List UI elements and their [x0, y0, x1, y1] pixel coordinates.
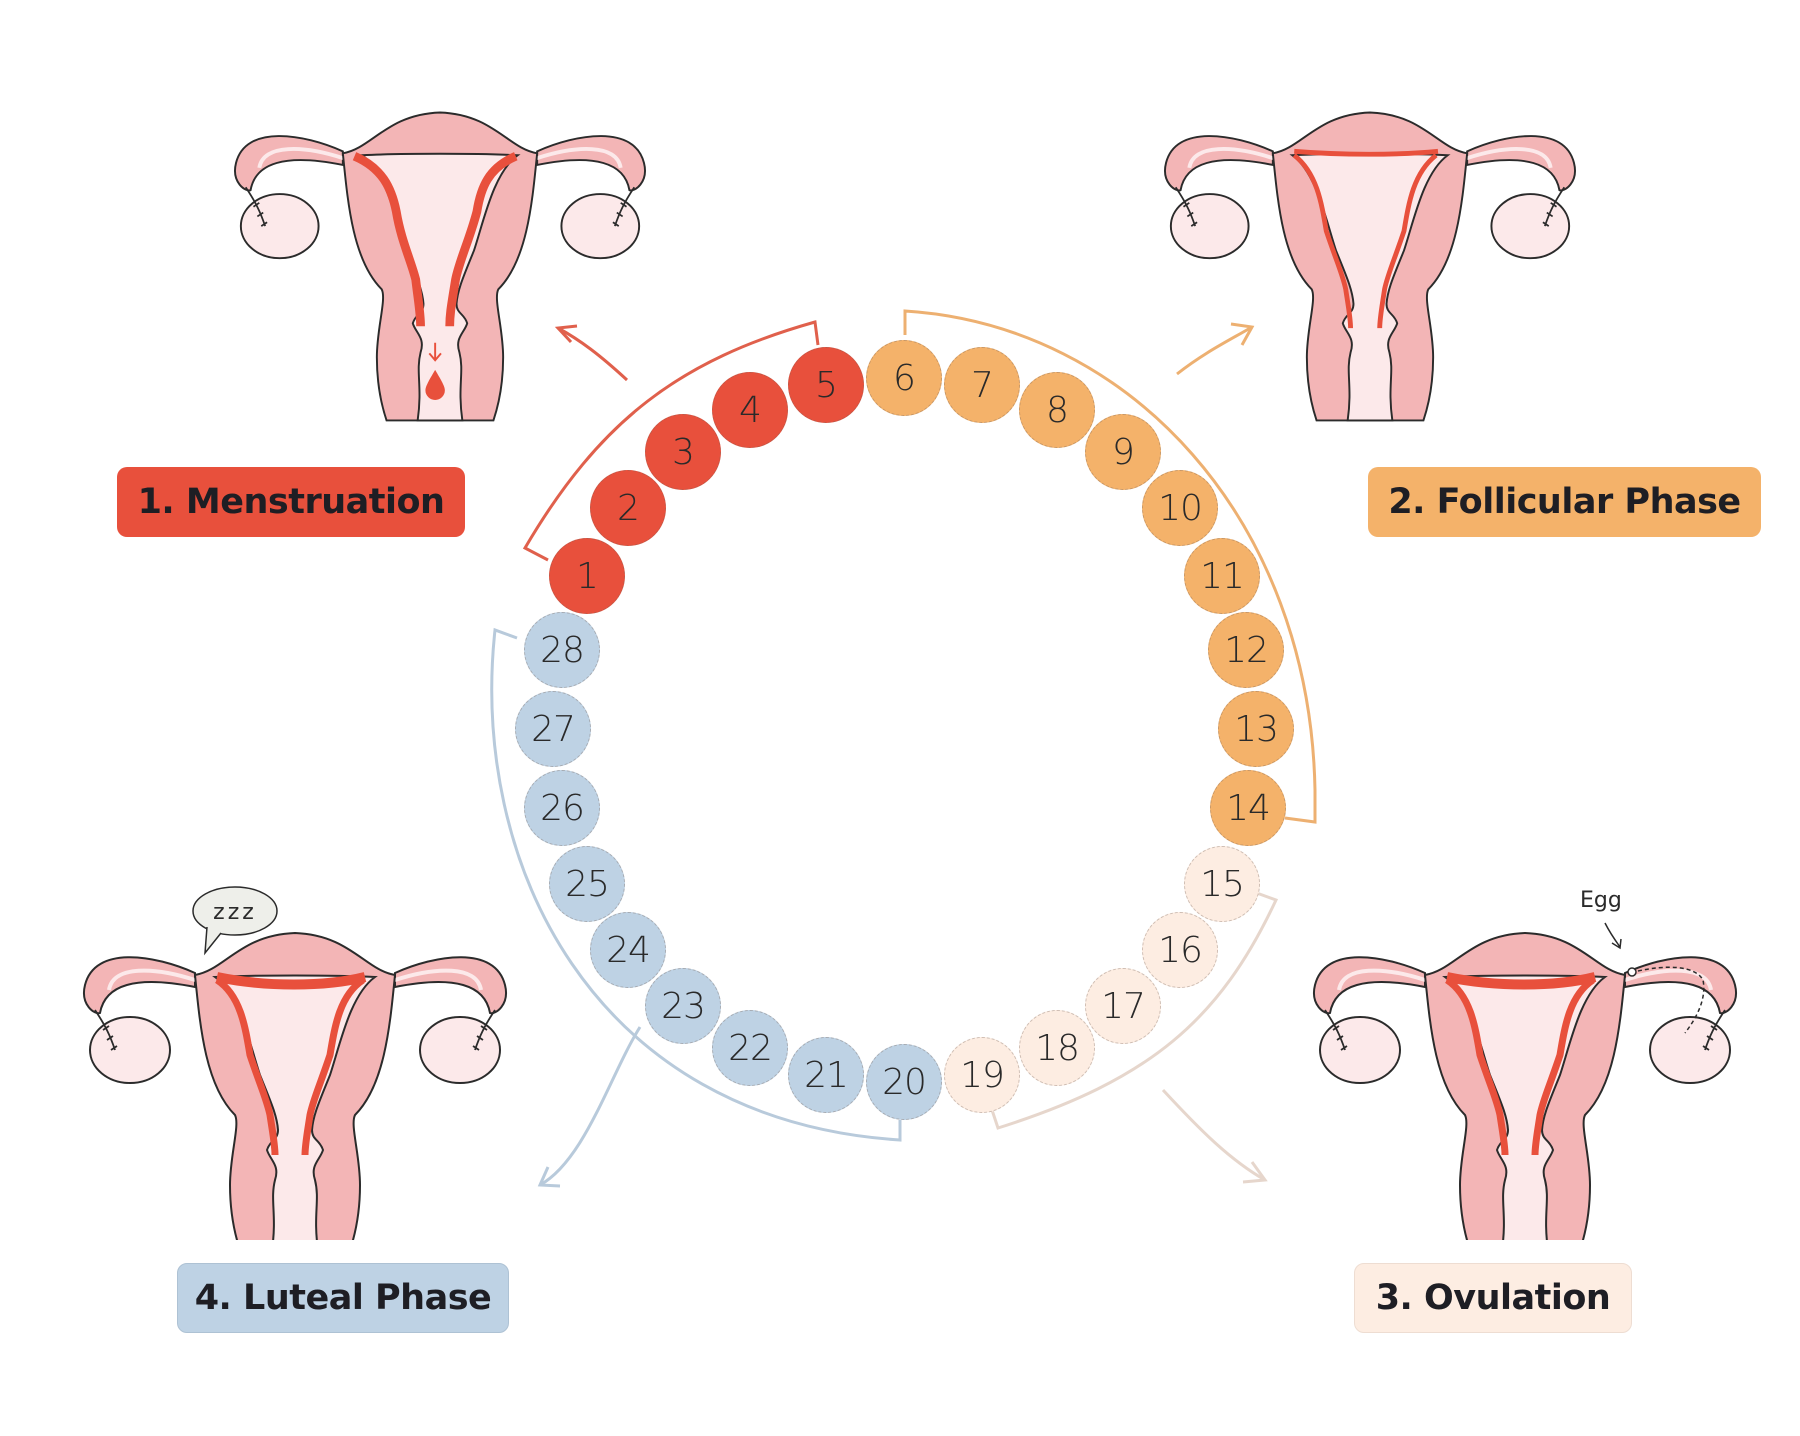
down-arrow-icon	[428, 342, 442, 362]
egg-label: Egg	[1580, 888, 1622, 913]
phase-label-text: 1. Menstruation	[137, 482, 445, 522]
day-10-circle: 10	[1142, 470, 1218, 546]
lining-left	[214, 977, 279, 1156]
day-11-circle: 11	[1184, 538, 1260, 614]
day-27-circle: 27	[515, 691, 591, 767]
day-12-circle: 12	[1208, 612, 1284, 688]
day-21-circle: 21	[788, 1037, 864, 1113]
phase-label-text: 3. Ovulation	[1375, 1278, 1611, 1318]
phase-label-luteal: 4. Luteal Phase	[177, 1263, 509, 1333]
day-2-circle: 2	[590, 470, 666, 546]
lining-right	[1377, 153, 1438, 329]
day-4-circle: 4	[712, 372, 788, 448]
day-28-circle: 28	[524, 612, 600, 688]
day-26-circle: 26	[524, 770, 600, 846]
uterus-follicular-illustration	[1163, 110, 1577, 423]
follicular-arrow	[1176, 325, 1253, 376]
ovulation-arrowhead	[1242, 1161, 1268, 1184]
day-24-circle: 24	[590, 912, 666, 988]
phase-label-ovulation: 3. Ovulation	[1354, 1263, 1632, 1333]
day-3-circle: 3	[645, 414, 721, 490]
phase-label-text: 4. Luteal Phase	[194, 1278, 492, 1318]
lining-top	[1445, 972, 1597, 990]
day-13-circle: 13	[1218, 691, 1294, 767]
day-6-circle: 6	[866, 340, 942, 416]
lining-left	[1292, 153, 1353, 329]
luteal-arrowhead	[537, 1166, 561, 1188]
sleep-bubble-text: zzz	[213, 900, 257, 925]
lining-left	[352, 152, 425, 327]
phase-label-menstruation: 1. Menstruation	[117, 467, 465, 537]
day-25-circle: 25	[549, 846, 625, 922]
day-14-circle: 14	[1210, 770, 1286, 846]
lining-right	[301, 977, 366, 1156]
day-18-circle: 18	[1019, 1010, 1095, 1086]
egg-icon	[1627, 967, 1637, 977]
ovulation-arrow	[1161, 1088, 1266, 1182]
lining-top	[1294, 148, 1439, 157]
luteal-arrow	[539, 1026, 642, 1187]
uterus-menstruation-illustration	[233, 110, 647, 423]
uterus-luteal-illustration: zzz	[81, 886, 509, 1240]
ovulation-bracket	[990, 890, 1279, 1130]
follicular-bracket	[903, 309, 1317, 824]
egg-path	[1637, 966, 1705, 1034]
uterus-ovulation-illustration: Egg	[1311, 888, 1739, 1240]
day-22-circle: 22	[712, 1010, 788, 1086]
follicular-arrowhead	[1230, 322, 1255, 346]
luteal-bracket	[490, 627, 902, 1142]
phase-label-follicular: 2. Follicular Phase	[1368, 467, 1761, 537]
day-7-circle: 7	[944, 347, 1020, 423]
menstruation-arrowhead	[554, 324, 578, 344]
lining-top	[215, 972, 367, 990]
day-5-circle: 5	[788, 347, 864, 423]
day-17-circle: 17	[1085, 968, 1161, 1044]
lining-left	[1444, 977, 1509, 1156]
egg-pointer-arrow	[1604, 922, 1622, 950]
lining-right	[445, 152, 518, 327]
menstruation-bracket	[522, 320, 820, 562]
uterus-shape	[233, 110, 647, 423]
day-9-circle: 9	[1085, 414, 1161, 490]
blood-drop-icon	[425, 369, 445, 401]
menstruation-arrow	[557, 326, 629, 382]
day-15-circle: 15	[1184, 846, 1260, 922]
day-1-circle: 1	[549, 538, 625, 614]
day-19-circle: 19	[944, 1037, 1020, 1113]
lining-right	[1531, 977, 1596, 1156]
sleep-speech-bubble: zzz	[192, 886, 278, 956]
phase-label-text: 2. Follicular Phase	[1388, 482, 1741, 522]
day-8-circle: 8	[1019, 372, 1095, 448]
day-20-circle: 20	[866, 1044, 942, 1120]
day-23-circle: 23	[645, 968, 721, 1044]
day-16-circle: 16	[1142, 912, 1218, 988]
